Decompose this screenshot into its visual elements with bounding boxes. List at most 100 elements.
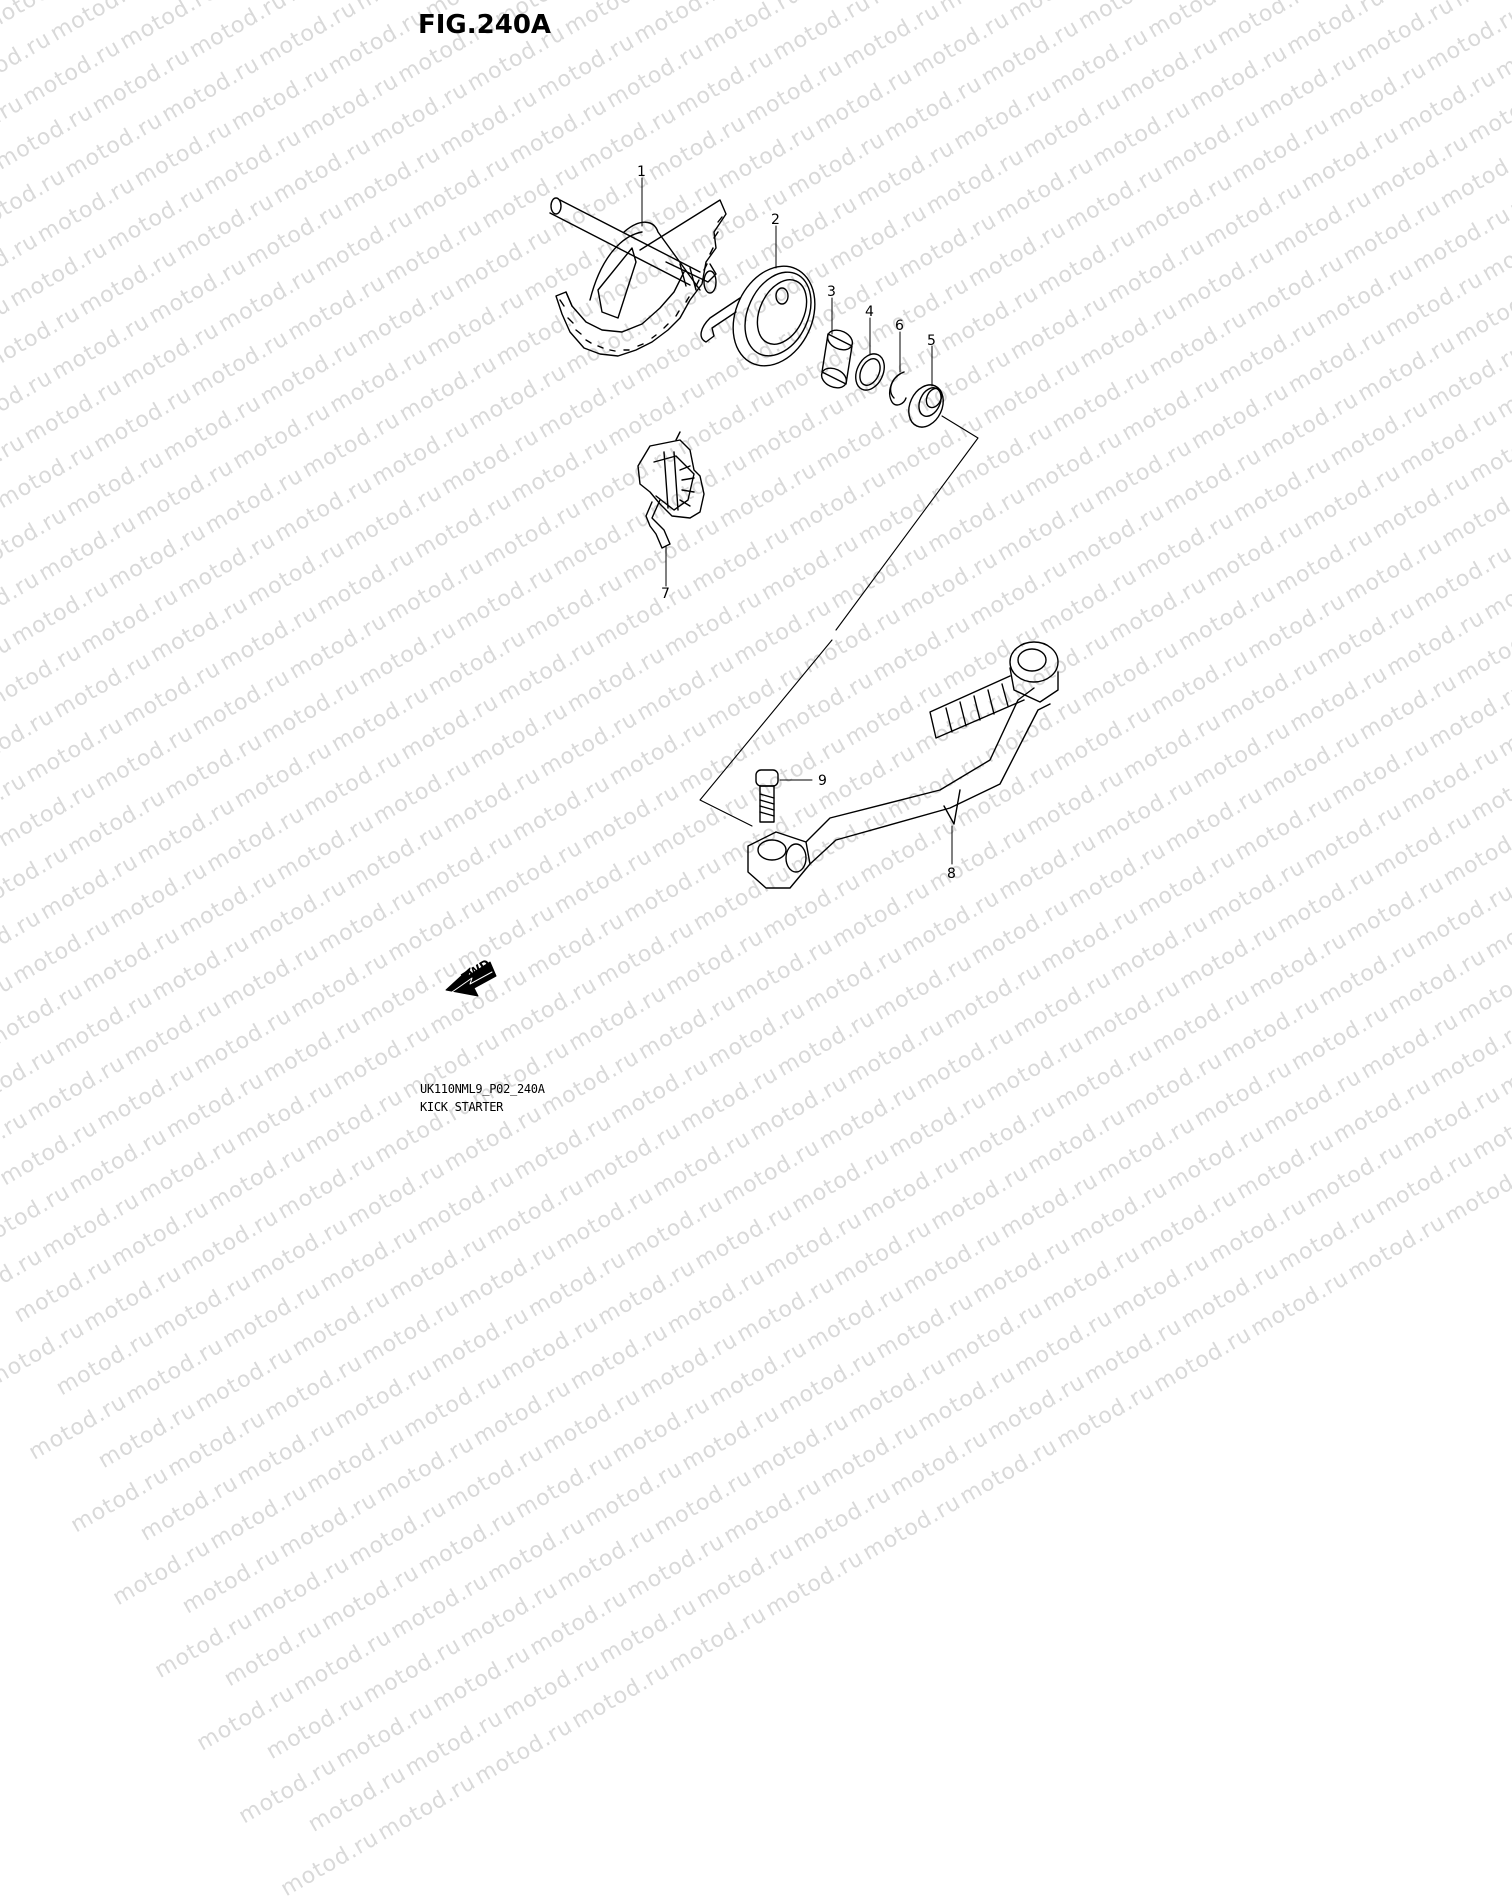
watermark-text: motod.ru xyxy=(79,1260,187,1337)
watermark-text: motod.ru xyxy=(176,1204,284,1281)
watermark-text: motod.ru xyxy=(149,1268,257,1345)
watermark-text: motod.ru xyxy=(1301,1136,1409,1214)
watermark-text: motod.ru xyxy=(121,1333,229,1410)
clamp-bolt xyxy=(755,769,779,823)
watermark-text: motod.ru xyxy=(1010,1304,1118,1382)
watermark-text: motod.ru xyxy=(343,1156,450,1233)
watermark-text: motod.ru xyxy=(996,1167,1103,1244)
watermark-text: motod.ru xyxy=(692,1537,799,1614)
watermark-text: motod.ru xyxy=(524,1246,631,1323)
watermark-text: motod.ru xyxy=(926,1159,1034,1236)
washer xyxy=(855,353,885,391)
watermark-text: motod.ru xyxy=(1149,1321,1257,1398)
callout-9: 9 xyxy=(818,773,827,789)
watermark-text: motod.ru xyxy=(24,1389,132,1466)
callout-3: 3 xyxy=(827,284,836,300)
watermark-text: motod.ru xyxy=(401,1705,509,1782)
watermark-text: motod.ru xyxy=(136,1470,244,1547)
circlip xyxy=(888,371,907,406)
watermark-text: motod.ru xyxy=(496,1310,604,1387)
watermark-text: motod.ru xyxy=(317,1559,425,1636)
watermark-text: motod.ru xyxy=(566,1319,673,1396)
watermark-text: motod.ru xyxy=(789,1481,896,1558)
watermark-text: motod.ru xyxy=(734,1610,841,1687)
watermark-text: motod.ru xyxy=(52,1324,160,1401)
callout-1: 1 xyxy=(637,164,646,180)
watermark-text: motod.ru xyxy=(108,1534,216,1611)
watermark-text: motod.ru xyxy=(204,1140,312,1217)
watermark-text: motod.ru xyxy=(787,1142,895,1219)
watermark-text: motod.ru xyxy=(829,1215,937,1292)
watermark-text: motod.ru xyxy=(331,1696,439,1774)
watermark-text: motod.ru xyxy=(677,1400,785,1477)
watermark-text: motod.ru xyxy=(1219,1330,1326,1407)
figure-code: UK110NML9_P02_240A xyxy=(420,1082,545,1096)
watermark-text: motod.ru xyxy=(637,1666,744,1743)
watermark-text: motod.ru xyxy=(913,1360,1021,1438)
watermark-text: motod.ru xyxy=(705,1335,812,1412)
callout-2: 2 xyxy=(771,212,780,228)
watermark-text: motod.ru xyxy=(456,1576,564,1653)
watermark-text: motod.ru xyxy=(1204,1192,1312,1270)
watermark-text: motod.ru xyxy=(357,1293,465,1371)
watermark-text: motod.ru xyxy=(650,1464,757,1541)
watermark-text: motod.ru xyxy=(899,1223,1006,1300)
watermark-text: motod.ru xyxy=(593,1254,701,1331)
watermark-text: motod.ru xyxy=(1440,1153,1512,1230)
watermark-text: motod.ru xyxy=(663,1263,770,1340)
watermark-text: motod.ru xyxy=(386,1568,494,1645)
watermark-text: motod.ru xyxy=(621,1190,728,1267)
watermark-text: motod.ru xyxy=(1413,1218,1512,1295)
parts-diagram: 1 2 3 4 6 5 7 9 8 FWD xyxy=(445,164,1059,997)
watermark-text: motod.ru xyxy=(816,1416,924,1494)
watermark-text: motod.ru xyxy=(247,1551,355,1628)
watermark-text: motod.ru xyxy=(220,1615,328,1692)
assembly-guide-line xyxy=(699,415,979,827)
watermark-text: motod.ru xyxy=(330,1358,438,1435)
watermark-text: motod.ru xyxy=(150,1607,258,1684)
watermark-text: motod.ru xyxy=(1371,1145,1478,1222)
watermark-text: motod.ru xyxy=(608,1391,715,1468)
watermark-text: motod.ru xyxy=(289,1624,397,1701)
watermark-text: motod.ru xyxy=(719,1472,827,1550)
watermark-text: motod.ru xyxy=(344,1495,452,1572)
watermark-text: motod.ru xyxy=(871,1288,979,1365)
watermark-text: motod.ru xyxy=(718,1134,825,1211)
watermark-text: motod.ru xyxy=(0,1179,76,1256)
watermark-text: motod.ru xyxy=(234,1752,342,1830)
watermark-text: motod.ru xyxy=(10,1252,118,1329)
watermark-text: motod.ru xyxy=(538,1383,646,1460)
watermark-text: motod.ru xyxy=(0,1316,90,1393)
watermark-text: motod.ru xyxy=(774,1344,882,1421)
watermark-text: motod.ru xyxy=(470,1713,578,1790)
oil-seal xyxy=(908,384,944,428)
watermark-text: motod.ru xyxy=(1080,1313,1187,1390)
watermark-text: motod.ru xyxy=(831,1554,938,1631)
watermark-text: motod.ru xyxy=(955,1433,1063,1510)
watermark-text: motod.ru xyxy=(427,1302,534,1379)
watermark-text: motod.ru xyxy=(1107,1248,1215,1326)
watermark-text: motod.ru xyxy=(1052,1377,1160,1454)
watermark-text: motod.ru xyxy=(857,1151,964,1228)
watermark-text: motod.ru xyxy=(218,1277,326,1354)
watermark-text: motod.ru xyxy=(233,1414,341,1491)
watermark-text: motod.ru xyxy=(275,1487,383,1564)
watermark-text: motod.ru xyxy=(802,1279,909,1356)
watermark-text: motod.ru xyxy=(0,1170,6,1248)
kick-driven-gear xyxy=(637,431,705,549)
watermark-text: motod.ru xyxy=(260,1349,368,1427)
watermark-text: motod.ru xyxy=(747,1408,854,1485)
watermark-text: motod.ru xyxy=(511,1447,618,1524)
watermark-text: motod.ru xyxy=(690,1198,798,1275)
watermark-text: motod.ru xyxy=(205,1478,313,1555)
watermark-text: motod.ru xyxy=(1177,1257,1284,1334)
watermark-text: motod.ru xyxy=(178,1543,286,1620)
watermark-text: motod.ru xyxy=(414,1503,522,1580)
watermark-text: motod.ru xyxy=(525,1584,633,1662)
watermark-text: motod.ru xyxy=(428,1640,536,1718)
watermark-text: motod.ru xyxy=(0,1243,48,1320)
callout-4: 4 xyxy=(865,304,874,320)
figure-title: FIG.240A xyxy=(418,10,552,40)
watermark-text: motod.ru xyxy=(262,1688,370,1765)
watermark-text: motod.ru xyxy=(246,1212,354,1289)
